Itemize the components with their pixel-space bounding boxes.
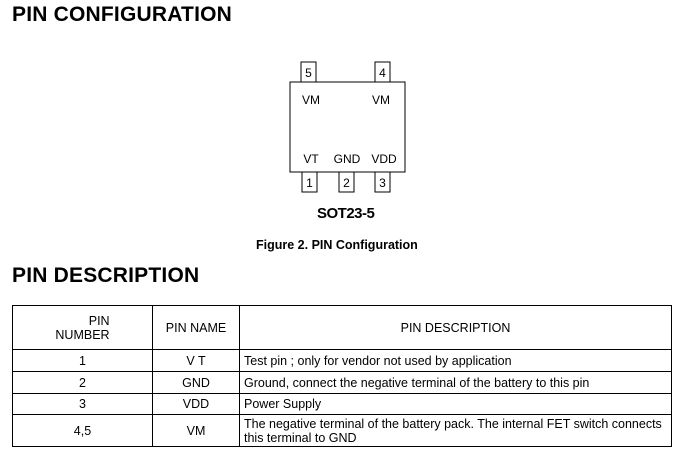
pin-4-lead bbox=[374, 61, 391, 83]
cell-pin-name: V T bbox=[152, 349, 240, 372]
pin-3: 3 VDD bbox=[371, 152, 397, 193]
package-name: SOT23-5 bbox=[317, 205, 375, 222]
table-row: 1 V T Test pin ; only for vendor not use… bbox=[12, 349, 672, 372]
cell-pin-name: GND bbox=[152, 371, 240, 394]
header-pin-description: PIN DESCRIPTION bbox=[239, 305, 672, 350]
pin-configuration-heading: PIN CONFIGURATION bbox=[12, 3, 233, 26]
table-row: 3 VDD Power Supply bbox=[12, 393, 672, 415]
pin-2-label: GND bbox=[334, 152, 361, 166]
pin-1-label: VT bbox=[303, 152, 319, 166]
pin-4: 4 VM bbox=[372, 61, 391, 107]
header-pin-number: PIN NUMBER bbox=[12, 305, 153, 350]
cell-pin-number: 1 bbox=[12, 349, 153, 372]
cell-pin-description: The negative terminal of the battery pac… bbox=[239, 414, 672, 447]
header-pin-number-line1: PIN bbox=[88, 313, 110, 328]
pin-2-lead bbox=[338, 171, 355, 193]
cell-pin-description: Test pin ; only for vendor not used by a… bbox=[239, 349, 672, 372]
pin-2: 2 GND bbox=[334, 152, 361, 193]
table-row: 2 GND Ground, connect the negative termi… bbox=[12, 371, 672, 394]
pin-5: 5 VM bbox=[300, 61, 320, 107]
cell-pin-name: VM bbox=[152, 414, 240, 447]
pin-1: 1 VT bbox=[301, 152, 319, 193]
cell-pin-name: VDD bbox=[152, 393, 240, 415]
cell-pin-description: Power Supply bbox=[239, 393, 672, 415]
cell-pin-description: Ground, connect the negative terminal of… bbox=[239, 371, 672, 394]
cell-pin-number: 4,5 bbox=[12, 414, 153, 447]
cell-pin-number: 3 bbox=[12, 393, 153, 415]
pin-4-number: 4 bbox=[379, 66, 386, 80]
figure-caption: Figure 2. PIN Configuration bbox=[256, 238, 418, 252]
header-pin-name: PIN NAME bbox=[152, 305, 240, 350]
pin-description-table: PIN NUMBER PIN NAME PIN DESCRIPTION 1 V … bbox=[12, 305, 672, 447]
pin-2-number: 2 bbox=[343, 176, 350, 190]
pin-description-heading: PIN DESCRIPTION bbox=[12, 264, 200, 287]
cell-pin-number: 2 bbox=[12, 371, 153, 394]
table-header-row: PIN NUMBER PIN NAME PIN DESCRIPTION bbox=[12, 305, 672, 350]
pin-3-lead bbox=[374, 171, 391, 193]
pin-3-number: 3 bbox=[379, 176, 386, 190]
pin-1-number: 1 bbox=[306, 176, 313, 190]
pin-1-lead bbox=[301, 171, 318, 193]
pin-5-lead bbox=[300, 61, 317, 83]
pin-4-label: VM bbox=[372, 93, 390, 107]
header-pin-number-line2: NUMBER bbox=[55, 327, 110, 342]
pin-5-label: VM bbox=[302, 93, 320, 107]
table-row: 4,5 VM The negative terminal of the batt… bbox=[12, 414, 672, 447]
pin-5-number: 5 bbox=[305, 66, 312, 80]
pin-3-label: VDD bbox=[371, 152, 397, 166]
